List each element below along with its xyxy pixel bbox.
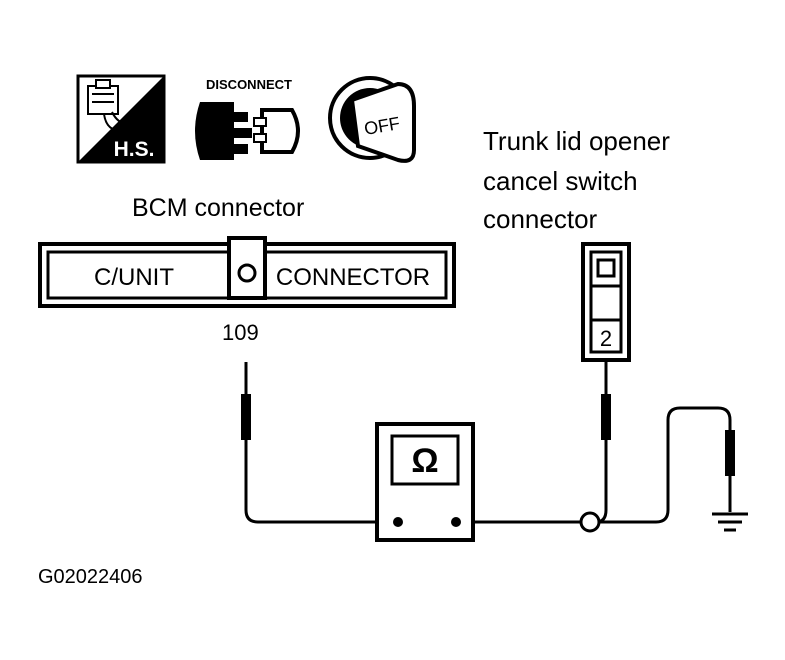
ground-icon	[712, 512, 748, 532]
hs-label: H.S.	[114, 138, 155, 161]
bcm-terminal-circle	[237, 263, 257, 283]
ground-wire	[600, 406, 732, 524]
wiring	[244, 362, 732, 524]
bcm-connector: C/UNIT CONNECTOR	[38, 236, 456, 308]
probe-tip-right	[601, 394, 611, 440]
trunk-connector-title-line3: connector	[483, 204, 598, 234]
probe-wire-right	[595, 362, 608, 524]
mini-connector-icon	[87, 79, 129, 131]
bcm-connector-title: BCM connector	[132, 194, 304, 222]
disconnect-label: DISCONNECT	[206, 77, 292, 92]
ohmmeter: Ω	[375, 422, 475, 542]
meter-terminal-left	[393, 517, 403, 527]
probe-tip-ground	[725, 430, 735, 476]
bcm-cunit-label: C/UNIT	[94, 264, 174, 291]
wire-junction	[579, 511, 601, 533]
disconnect-icon: DISCONNECT	[195, 77, 300, 160]
ignition-off-key-icon: OFF	[328, 76, 416, 163]
ohm-symbol: Ω	[411, 442, 438, 480]
probe-wire-left	[244, 362, 398, 524]
bcm-connector-label: CONNECTOR	[276, 264, 430, 291]
figure-id: G02022406	[38, 566, 143, 588]
trunk-connector-title-line1: Trunk lid opener	[483, 126, 670, 156]
trunk-terminal-number: 2	[600, 326, 612, 351]
trunk-switch-connector: 2	[581, 242, 631, 362]
harness-hs-icon: H.S.	[76, 74, 166, 164]
trunk-connector-title-line2: cancel switch	[483, 166, 638, 196]
bcm-terminal-number: 109	[222, 320, 259, 345]
meter-terminal-right	[451, 517, 461, 527]
ohmmeter-display	[390, 434, 460, 486]
probe-tip-left	[241, 394, 251, 440]
